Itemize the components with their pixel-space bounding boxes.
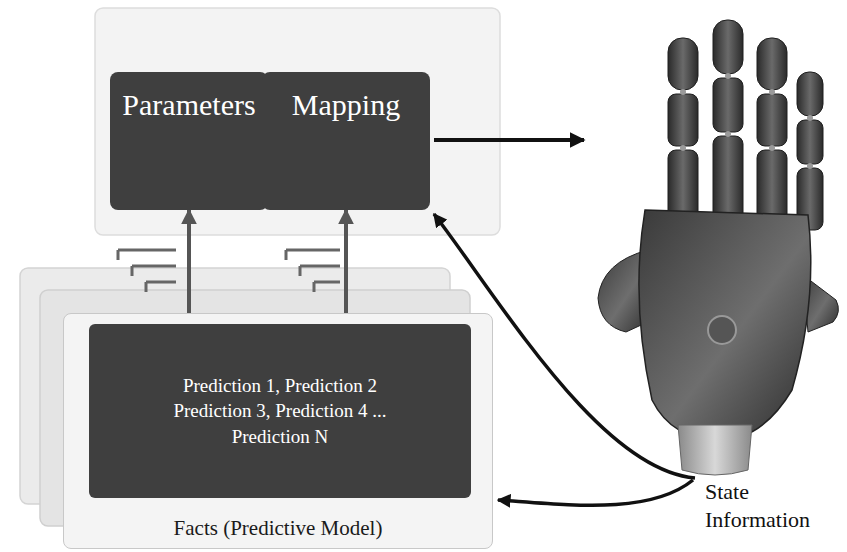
process-box: Mapping: [262, 72, 430, 210]
flow-arrow: [187, 210, 191, 324]
prediction-box: Prediction 1, Prediction 2 Prediction 3,…: [89, 324, 471, 498]
signal-label: State Information: [705, 478, 830, 533]
prediction-list: Prediction 1, Prediction 2 Prediction 3,…: [155, 373, 405, 450]
model-panel: Facts (Predictive Model) Prediction 1, Pr…: [63, 313, 493, 549]
stacked-panel: [40, 290, 470, 526]
robotic-hand: [598, 20, 838, 475]
node-title: Mapping: [292, 88, 400, 123]
node-title: Parameters: [122, 88, 255, 123]
process-box: Parameters: [110, 72, 268, 210]
flow-arrow: [344, 210, 348, 324]
branch-symbol: [118, 250, 340, 292]
node-title: Facts (Predictive Model): [174, 516, 383, 540]
controller-panel: [95, 8, 500, 235]
output-arrow: [434, 138, 584, 142]
feedback-arrow: [498, 480, 693, 505]
